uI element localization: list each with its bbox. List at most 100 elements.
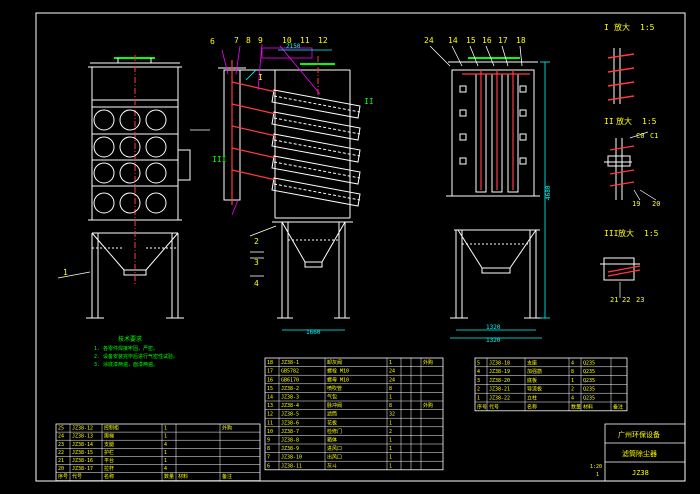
bom-right-cell: JZ38-20 [489, 378, 510, 384]
bom-left-cell: JZ38-16 [72, 458, 93, 464]
side-callout-8: 8 [246, 36, 251, 45]
bom-center-cell: 13 [267, 403, 273, 409]
front-view-callout: 1 [57, 129, 210, 279]
bom-center-cell: 17 [267, 369, 273, 375]
bom-right-cell: JZ38-19 [489, 369, 510, 375]
bom-right-header-cell: 备注 [613, 403, 623, 410]
bom-right-cell: JZ38-21 [489, 387, 510, 393]
rear-callout-24: 24 [424, 36, 434, 45]
bom-right-cell: 1 [477, 396, 480, 402]
side-callout-III: III [212, 155, 227, 164]
detail-III-label: 放大 [618, 228, 634, 238]
rear-dim-bottom-1: 1320 [486, 324, 501, 331]
rear-dim-height: 4680 [545, 185, 552, 200]
bom-center-cell: 花板 [327, 419, 337, 426]
bom-center-cell: 卸灰阀 [327, 359, 342, 366]
bom-center-cell: JZ38-4 [281, 403, 299, 409]
bom-right-cell: Q235 [583, 396, 595, 402]
bom-left-cell: 护栏 [104, 449, 114, 456]
bom-center-cell: 脉冲阀 [327, 402, 342, 409]
side-blow-pipes [231, 60, 277, 205]
bom-right-header-cell: 序号 [477, 403, 487, 410]
side-callout-4: 4 [254, 279, 259, 288]
bom-center-cell: 24 [389, 369, 395, 375]
bom-center-cell: 灰斗 [327, 462, 337, 469]
bom-right-cell: 底板 [527, 377, 537, 384]
bom-left-cell: 20 [58, 466, 64, 472]
title-drawing-no: JZ38 [632, 469, 649, 477]
bom-center-cell: 1 [389, 446, 392, 452]
bom-left-cell: 1 [164, 434, 167, 440]
detail-callout-C1: C1 [650, 132, 658, 140]
notes-heading: 技术要求 [118, 335, 142, 343]
bom-center-cell: 10 [267, 429, 273, 435]
bom-center-cell: 7 [267, 455, 270, 461]
bom-left-header-cell: 名称 [104, 473, 114, 480]
bom-left-header-cell: 序号 [58, 473, 68, 480]
title-scale: 1:20 [590, 464, 602, 470]
detail-callout-19: 19 [632, 200, 640, 208]
bom-center-cell: 出风口 [327, 454, 342, 461]
bom-right-cell: 加强筋 [527, 368, 542, 375]
front-view-callout-label: 1 [63, 268, 68, 277]
bom-right-cell: Q235 [583, 387, 595, 393]
notes-line-1: 1. 各零件焊接牢固，严密。 [94, 345, 158, 352]
bom-center-cell: 外购 [423, 402, 433, 409]
detail-III: III 放大 1:5 21 22 23 [600, 228, 659, 304]
bom-center-cell: 32 [389, 412, 395, 418]
bom-center-cell: 螺栓 M10 [327, 368, 349, 375]
detail-I-scale: 1:5 [640, 23, 655, 32]
bom-center-cell: 8 [389, 386, 392, 392]
drawing-frame [35, 12, 686, 482]
side-filter-rows [271, 89, 361, 207]
bom-right-cell: Q235 [583, 369, 595, 375]
detail-I-label: 放大 [614, 22, 630, 32]
bom-center-cell: JZ38-8 [281, 438, 299, 444]
bom-center-cell: JZ38-9 [281, 446, 299, 452]
detail-callout-20: 20 [652, 200, 660, 208]
detail-callout-C0: C0 [636, 132, 644, 140]
front-filter-cartridges [93, 109, 167, 214]
title-block [604, 423, 686, 482]
bom-left-cell: JZ38-15 [72, 450, 93, 456]
detail-III-scale: 1:5 [644, 229, 659, 238]
bom-center-cell: JZ38-1 [281, 360, 299, 366]
side-dimensions: 2150 1660 [278, 43, 345, 336]
bom-center-cell: JZ38-10 [281, 455, 302, 461]
bom-center-cell: 1 [389, 360, 392, 366]
bom-left-cell: JZ38-13 [72, 434, 93, 440]
bom-center-cell: 检修门 [327, 428, 342, 435]
side-view [218, 56, 353, 319]
bom-center-cell: 滤筒 [327, 411, 337, 418]
rear-callout-16: 16 [482, 36, 492, 45]
bom-right-cell: JZ38-22 [489, 396, 510, 402]
rear-view [446, 57, 550, 319]
bom-center-cell: 气包 [327, 394, 337, 401]
bom-center-cell: 1 [389, 420, 392, 426]
side-callout-II: II [364, 97, 374, 106]
bom-left-cell: 支腿 [104, 441, 114, 448]
rear-dim-bottom-2: 1320 [486, 337, 501, 344]
bom-center-cell: 进风口 [327, 445, 342, 452]
bom-right-cell: 4 [571, 396, 574, 402]
bom-right-cell: Q235 [583, 360, 595, 366]
title-drawing-name: 滤筒除尘器 [622, 449, 657, 458]
bom-center-cell: 8 [389, 403, 392, 409]
rear-callout-18: 18 [516, 36, 526, 45]
bom-center-cell: 1 [389, 463, 392, 469]
bom-center-cell: 外购 [423, 359, 433, 366]
bom-center-cell: 1 [389, 455, 392, 461]
bom-center-cell: GB5782 [281, 369, 299, 375]
detail-II-label: 放大 [616, 116, 632, 126]
bom-center-cell: 16 [267, 377, 273, 383]
detail-II-roman: II [604, 117, 614, 126]
side-view-callouts: 6 7 8 9 10 11 12 I II III 2 3 4 [210, 36, 374, 288]
bom-left-cell: 1 [164, 458, 167, 464]
bom-left-cell: 24 [58, 434, 64, 440]
bom-center-cell: 6 [267, 463, 270, 469]
bom-center-cell: 2 [389, 429, 392, 435]
detail-callout-23: 23 [636, 296, 644, 304]
